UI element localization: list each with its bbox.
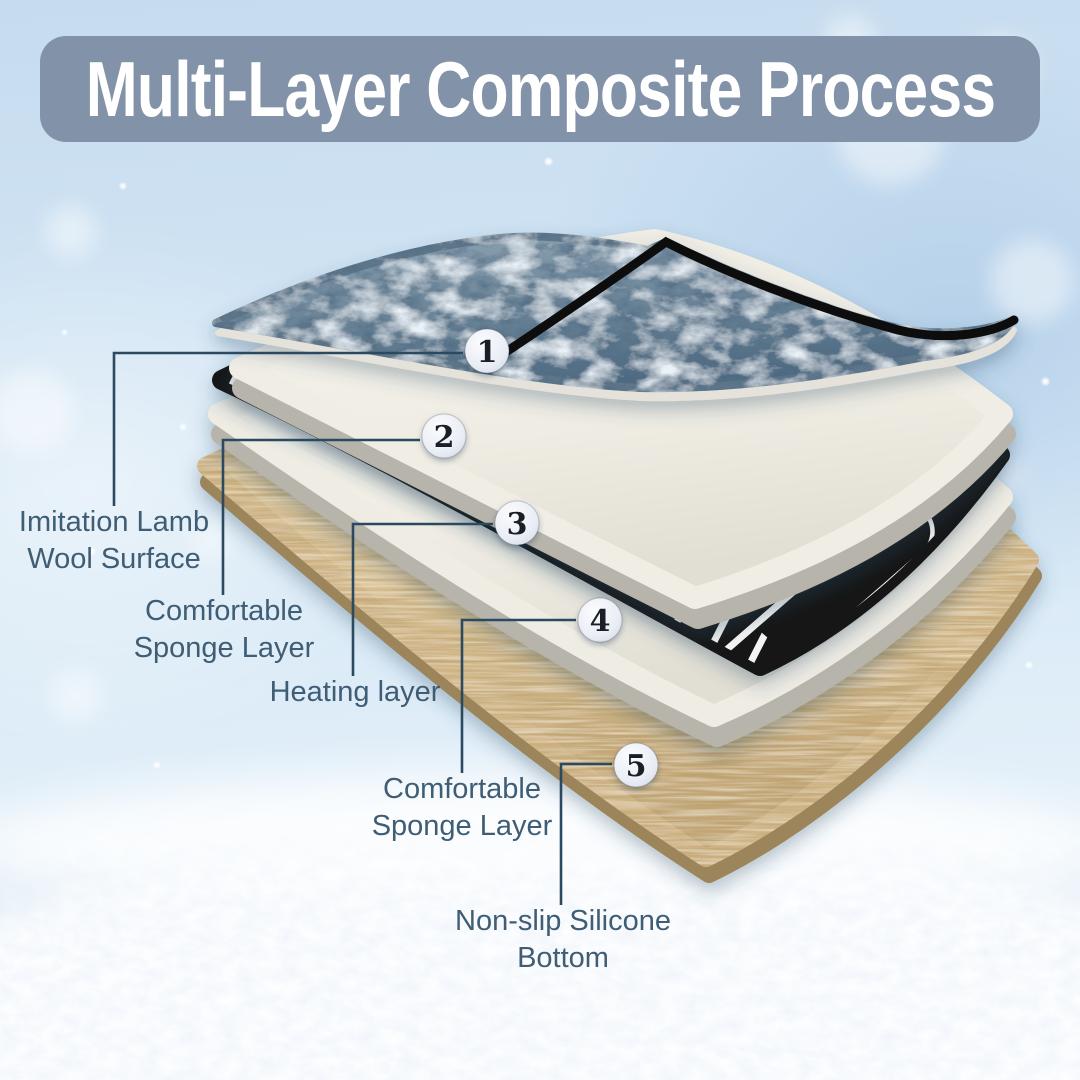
snowflake-dot [120,183,126,189]
wool-fold-edge [495,236,1019,361]
leader-line-2 [221,438,420,595]
bokeh-dot [50,670,102,722]
callout-label-5-line1: Non-slip Silicone [455,905,671,937]
layer-lamb-wool [212,232,1019,402]
snowflake-dot [154,762,160,768]
callout-marker-2: 2 [421,413,467,459]
callout-number-2: 2 [434,420,455,455]
leader-lines [112,351,612,905]
callout-marker-1: 1 [464,328,510,374]
callout-label-1-line2: Wool Surface [27,543,201,575]
callout-number-4: 4 [590,604,611,639]
snowflake-dot [88,548,95,555]
snowflake-dot [1026,662,1032,668]
snowflake-dot [62,330,67,335]
callout-label-2-line1: Comfortable [145,595,303,627]
leader-line-4 [460,618,576,773]
page-title: Multi-Layer Composite Process [85,44,995,133]
callout-marker-3: 3 [494,500,540,546]
callout-number-1: 1 [477,335,498,370]
title-banner: Multi-Layer Composite Process [40,36,1040,142]
callout-label-1: Imitation Lamb Wool Surface [4,504,224,578]
callout-number-3: 3 [507,507,528,542]
bokeh-dot [0,370,74,454]
callout-label-4-line2: Sponge Layer [371,810,553,842]
callout-number-5: 5 [626,749,647,784]
snowflake-dot [1042,378,1049,385]
bokeh-dot [45,205,97,257]
callout-label-3: Heating layer [245,674,465,711]
snowflake-dot [180,424,186,430]
callout-label-4-line1: Comfortable [383,773,541,805]
leader-line-3 [351,522,493,676]
leader-line-1 [112,351,463,506]
bokeh-dot [990,240,1074,324]
callout-label-1-line1: Imitation Lamb [18,506,210,538]
callout-label-5: Non-slip Silicone Bottom [433,903,693,977]
snow-texture [0,820,1080,1080]
snowflake-dot [545,158,552,165]
leader-line-5 [559,762,612,905]
callout-marker-4: 4 [577,597,623,643]
callout-label-3-line1: Heating layer [269,676,441,708]
callout-label-4: Comfortable Sponge Layer [352,771,572,845]
callout-label-5-line2: Bottom [517,942,609,974]
callout-label-2: Comfortable Sponge Layer [114,593,334,667]
callout-marker-5: 5 [613,742,659,788]
callout-label-2-line2: Sponge Layer [133,632,315,664]
